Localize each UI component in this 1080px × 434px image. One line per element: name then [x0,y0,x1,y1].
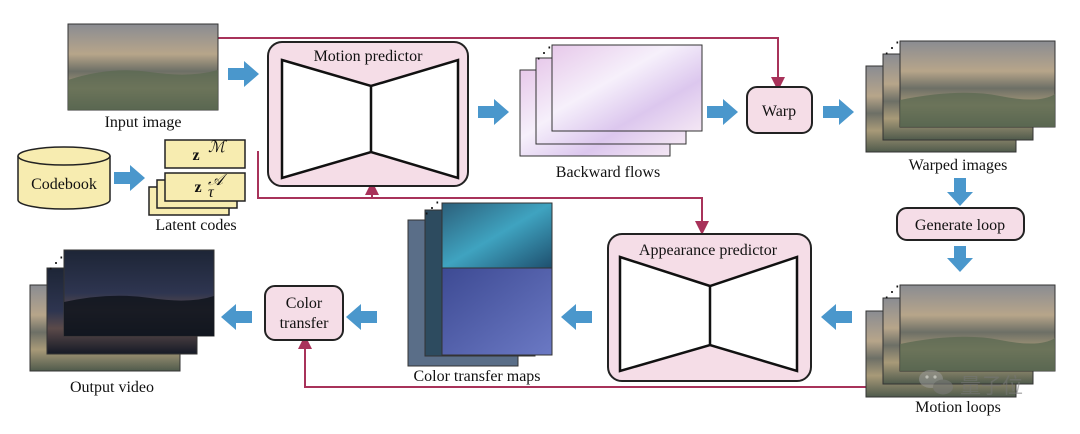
generate-loop-module: Generate loop [896,207,1025,241]
arrow-generate-to-loops [947,246,973,272]
warped-images-label: Warped images [909,157,1008,174]
color-transfer-map-bottom [441,267,553,356]
backward-flows-stack: ⋰ Backward flows [519,44,703,181]
color-transfer-maps-ellipsis: ⋰ [424,200,440,217]
latent-codes: z ℳ z 𝒜 τ Latent codes [148,139,246,234]
arrow-appearance-to-maps [561,304,592,330]
appearance-predictor-label: Appearance predictor [639,242,778,259]
arrow-warp-to-warped [823,99,854,125]
warped-images-stack: ⋰ Warped images [865,40,1056,174]
warped-images-ellipsis: ⋰ [884,40,900,57]
output-video-label: Output video [70,379,154,396]
input-image-group: Input image [67,23,219,131]
latent-code-motion [164,139,246,169]
color-transfer-module: Color transfer [264,285,344,341]
latent-code-appearance [164,172,246,202]
motion-predictor-label: Motion predictor [314,48,424,65]
color-transfer-maps-label: Color transfer maps [413,368,540,385]
output-video-stack: ⋰ Output video [29,249,215,396]
latent-to-predictors-connector [257,151,709,235]
appearance-predictor: Appearance predictor [607,233,812,382]
backward-flow-frame [551,44,703,132]
arrow-loops-to-appearance [821,304,852,330]
latent-code-motion-sup: ℳ [208,139,228,156]
color-transfer-map-top [441,202,553,269]
latent-code-appearance-sub: τ [208,184,215,201]
input-image-label: Input image [105,114,182,131]
backward-flows-label: Backward flows [556,164,660,181]
color-transfer-label-line1: Color [286,295,323,312]
input-to-warp-connector [218,37,785,91]
warp-module: Warp [746,86,813,134]
backward-flows-ellipsis: ⋰ [536,45,552,62]
arrow-motion-to-flows [478,99,509,125]
generate-loop-label: Generate loop [915,217,1005,234]
arrow-color-transfer-to-output [221,304,252,330]
watermark: 量子位 [919,370,1023,398]
latent-code-motion-base: z [192,147,199,164]
arrow-maps-to-color-transfer [346,304,377,330]
wechat-icon [919,370,953,395]
arrow-input-to-motion [228,61,259,87]
arrow-warped-to-generate [947,178,973,206]
codebook: Codebook [17,146,111,210]
latent-code-appearance-sup: 𝒜 [208,172,228,189]
connector-lines [218,37,866,388]
color-transfer-label-line2: transfer [280,315,330,332]
latent-code-appearance-base: z [194,179,201,196]
motion-loops-ellipsis: ⋰ [884,284,900,301]
warp-label: Warp [762,103,796,120]
arrow-codebook-to-latent [114,165,145,191]
latent-codes-label: Latent codes [155,217,236,234]
motion-loops-to-color-transfer-connector [298,335,866,388]
watermark-text: 量子位 [960,374,1023,398]
output-video-ellipsis: ⋰ [48,255,64,272]
codebook-label: Codebook [31,176,97,193]
color-transfer-maps-stack: ⋰ Color transfer maps [407,200,553,385]
arrow-flows-to-warp [707,99,738,125]
motion-loops-label: Motion loops [915,399,1001,416]
motion-loops-stack: ⋰ Motion loops [865,284,1056,416]
motion-predictor: Motion predictor [267,41,469,187]
